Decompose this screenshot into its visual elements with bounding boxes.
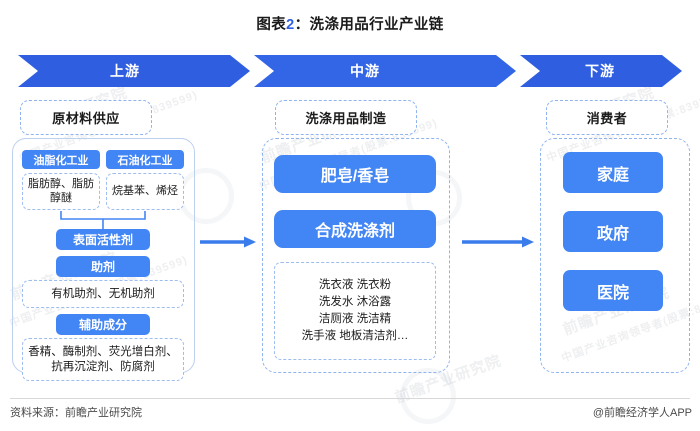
upstream-additive-detail: 有机助剂、无机助剂 (22, 280, 184, 308)
banner-label-downstream: 下游 (585, 63, 615, 79)
downstream-item-government[interactable]: 政府 (563, 211, 663, 252)
stage-banner (18, 55, 682, 87)
midstream-product-list: 洗衣液 洗衣粉 洗发水 沐浴露 洁厕液 洗洁精 洗手液 地板清洁剂… (274, 262, 436, 360)
title-prefix: 图表 (256, 17, 287, 33)
downstream-item-family[interactable]: 家庭 (563, 152, 663, 193)
upstream-branch-detail-petrochemical: 烷基苯、烯烃 (106, 173, 184, 210)
downstream-container (540, 138, 690, 373)
product-line: 洗手液 地板清洁剂… (301, 330, 409, 343)
upstream-surfactant-pill[interactable]: 表面活性剂 (56, 229, 150, 250)
footer-divider (10, 398, 690, 399)
product-line: 洗发水 沐浴露 (318, 295, 392, 308)
downstream-item-hospital[interactable]: 医院 (563, 270, 663, 311)
title-number: 2 (286, 17, 295, 33)
app-attribution: @前瞻经济学人APP (592, 407, 692, 419)
title-text: ：洗涤用品行业产业链 (294, 17, 444, 33)
midstream-category-soap[interactable]: 肥皂/香皂 (274, 155, 436, 193)
upstream-header: 原材料供应 (20, 100, 152, 135)
upstream-branch-pill-petrochemical[interactable]: 石油化工业 (106, 150, 184, 169)
downstream-header: 消费者 (546, 100, 668, 135)
upstream-additive-pill[interactable]: 助剂 (56, 256, 150, 277)
banner-label-upstream: 上游 (110, 63, 140, 79)
watermark-logo-icon (400, 368, 456, 424)
connector-arrow-upstream-to-midstream (200, 236, 256, 248)
banner-label-midstream: 中游 (350, 63, 380, 79)
product-line: 洁厕液 洗洁精 (318, 313, 392, 325)
connector-arrow-midstream-to-downstream (462, 236, 534, 248)
upstream-branch-pill-oleochemical[interactable]: 油脂化工业 (22, 150, 100, 169)
midstream-category-detergent[interactable]: 合成洗涤剂 (274, 210, 436, 248)
page-title: 图表2：洗涤用品行业产业链 (0, 13, 700, 34)
upstream-auxiliary-detail: 香精、酶制剂、荧光增白剂、抗再沉淀剂、防腐剂 (22, 338, 184, 381)
product-line: 洗衣液 洗衣粉 (318, 278, 392, 291)
upstream-branch-bracket (22, 211, 184, 229)
upstream-branch-detail-oleochemical: 脂肪醇、脂肪醇醚 (22, 173, 100, 210)
midstream-container (262, 138, 450, 373)
source-text: 资料来源：前瞻产业研究院 (10, 407, 142, 419)
midstream-header: 洗涤用品制造 (275, 100, 417, 135)
upstream-auxiliary-pill[interactable]: 辅助成分 (56, 314, 150, 335)
